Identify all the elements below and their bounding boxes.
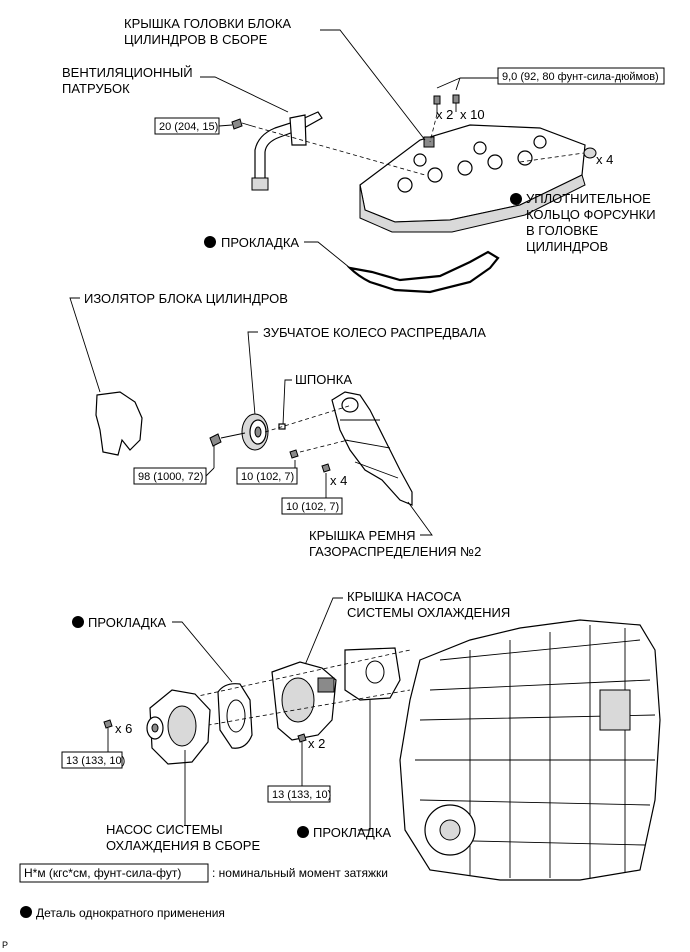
key-bolt — [289, 449, 299, 459]
torque-box-cover-bolts — [497, 67, 665, 85]
cam-gear-bolt — [209, 432, 246, 447]
qty-x4-seal: x 4 — [596, 152, 613, 167]
legend: Н*м (кгс*см, фунт-сила-фут) : номинальны… — [19, 863, 388, 920]
label-water-pump: НАСОС СИСТЕМЫ ОХЛАЖДЕНИЯ В СБОРЕ — [106, 822, 260, 853]
qty-x2-pump: x 2 — [308, 736, 325, 751]
qty-x6: x 6 — [115, 721, 132, 736]
legend-units-box — [19, 863, 209, 883]
torque-pump-cover-bolt: 13 (133, 10) — [272, 789, 331, 801]
single-use-mark-seal — [510, 193, 522, 205]
label-head-cover: КРЫШКА ГОЛОВКИ БЛОКА ЦИЛИНДРОВ В СБОРЕ — [124, 16, 295, 47]
torque-belt-cover-bolt: 10 (102, 7) — [286, 501, 339, 513]
torque-cam-gear-bolt: 98 (1000, 72) — [138, 471, 203, 483]
label-key: ШПОНКА — [295, 372, 352, 387]
label-gasket3: ПРОКЛАДКА — [313, 825, 391, 840]
torque-box-belt-cover-bolt — [281, 497, 343, 515]
label-gasket2: ПРОКЛАДКА — [88, 615, 166, 630]
single-use-mark-gasket2 — [72, 616, 84, 628]
torque-pump-bolt: 13 (133, 10) — [66, 755, 125, 767]
qty-x10: x 10 — [460, 107, 485, 122]
label-pump-cover: КРЫШКА НАСОСА СИСТЕМЫ ОХЛАЖДЕНИЯ — [347, 589, 510, 620]
engine-block — [399, 619, 661, 881]
cover-bolts — [433, 94, 460, 114]
torque-cover-bolts: 9,0 (92, 80 фунт-сила-дюймов) — [502, 71, 659, 83]
torque-box-pump-cover-bolt — [267, 785, 331, 803]
pump-cover-bolts — [297, 733, 307, 743]
legend-units-desc: : номинальный момент затяжки — [212, 866, 388, 880]
label-cam-gear: ЗУБЧАТОЕ КОЛЕСО РАСПРЕДВАЛА — [263, 325, 486, 340]
cylinder-block-insulator — [95, 391, 143, 456]
water-pump-gasket-block-side — [344, 647, 401, 701]
head-cover-gasket — [346, 250, 500, 294]
label-vent-pipe: ВЕНТИЛЯЦИОННЫЙ ПАТРУБОК — [62, 65, 196, 96]
legend-single-use: Деталь однократного применения — [36, 906, 225, 920]
pump-bolts — [103, 719, 113, 729]
single-use-mark-gasket1 — [204, 236, 216, 248]
camshaft-timing-gear — [241, 413, 269, 451]
label-injector-seal: УПЛОТНИТЕЛЬНОЕ КОЛЬЦО ФОРСУНКИ В ГОЛОВКЕ… — [526, 191, 659, 254]
qty-x4-belt: x 4 — [330, 473, 347, 488]
label-gasket1: ПРОКЛАДКА — [221, 235, 299, 250]
legend-single-use-mark — [20, 906, 32, 918]
single-use-mark-gasket3 — [297, 826, 309, 838]
label-belt-cover: КРЫШКА РЕМНЯ ГАЗОРАСПРЕДЕЛЕНИЯ №2 — [309, 528, 481, 559]
torque-box-key-bolt — [236, 467, 298, 485]
qty-x2-top: x 2 — [436, 107, 453, 122]
injector-seal-rings — [583, 147, 597, 159]
corner-mark: P — [2, 940, 8, 950]
ventilation-pipe — [251, 111, 323, 191]
vent-bolt — [231, 118, 253, 130]
cylinder-head-cover-assembly — [359, 124, 586, 233]
water-pump-gasket-pump-side — [217, 683, 253, 749]
torque-vent-bolt: 20 (204, 15) — [159, 121, 218, 133]
water-pump-cover — [271, 661, 337, 741]
legend-units: Н*м (кгс*см, фунт-сила-фут) — [24, 866, 181, 880]
label-insulator: ИЗОЛЯТОР БЛОКА ЦИЛИНДРОВ — [84, 291, 288, 306]
timing-belt-cover-no2 — [331, 391, 413, 506]
torque-key-bolt: 10 (102, 7) — [241, 471, 294, 483]
torque-box-pump-bolt — [61, 751, 123, 769]
water-pump-assembly — [146, 689, 211, 765]
belt-cover-bolt — [321, 463, 331, 473]
